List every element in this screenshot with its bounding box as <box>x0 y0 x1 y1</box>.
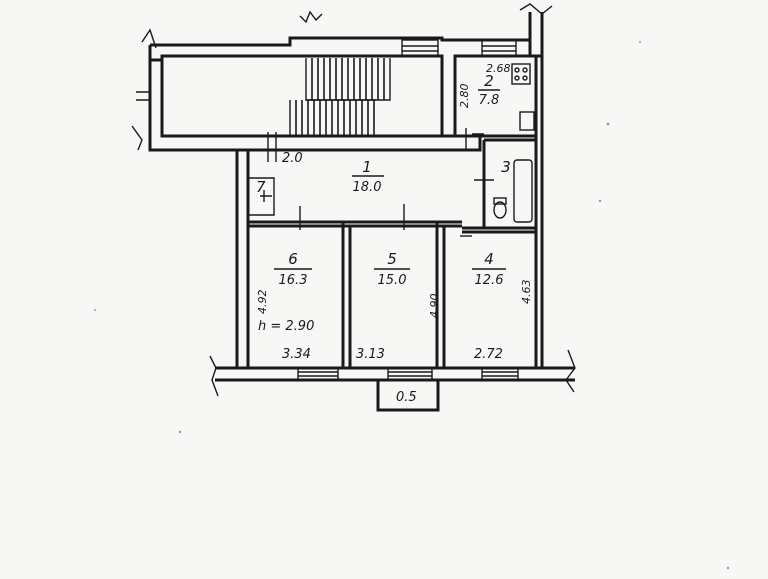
room-5-depth-dim: 4.90 <box>428 294 441 319</box>
room-3-number: 3 <box>501 158 511 176</box>
room-1-number: 1 <box>362 158 372 176</box>
balcony-dim: 0.5 <box>396 390 417 405</box>
sink-icon <box>519 111 535 131</box>
windows <box>297 39 519 381</box>
paper-texture <box>94 41 730 570</box>
balcony <box>376 380 440 412</box>
break-marks <box>131 3 576 397</box>
door-marks <box>260 128 494 237</box>
staircase <box>289 58 391 136</box>
room-6-width-dim: 3.34 <box>282 347 311 362</box>
room-2-area: 7.8 <box>479 93 500 108</box>
room-5-number: 5 <box>387 250 397 268</box>
fixtures <box>493 63 535 223</box>
room-5-area: 15.0 <box>378 273 407 288</box>
corridor-width-dim: 2.0 <box>282 151 303 166</box>
room-5-width-dim: 3.13 <box>356 347 385 362</box>
dimension-labels: 2.0 2.68 2.80 4.92 4.90 4.63 3.34 3.13 2… <box>256 62 533 405</box>
room-4-area: 12.6 <box>475 273 504 288</box>
room-7-number: 7 <box>256 178 266 196</box>
toilet-icon <box>493 201 507 219</box>
walls <box>148 12 575 382</box>
room-6-number: 6 <box>288 250 298 268</box>
room-4-width-dim: 2.72 <box>474 347 503 362</box>
kitchen-width-dim: 2.68 <box>486 62 511 75</box>
room-4-number: 4 <box>484 250 494 268</box>
kitchen-depth-dim: 2.80 <box>458 84 471 109</box>
room-2-number: 2 <box>484 72 494 90</box>
bathtub-icon <box>513 159 533 223</box>
ceiling-height: h = 2.90 <box>258 319 314 334</box>
room-6-depth-dim: 4.92 <box>256 290 269 315</box>
room-6-area: 16.3 <box>279 273 308 288</box>
room-4-depth-dim: 4.63 <box>520 280 533 305</box>
stove-icon <box>511 63 531 85</box>
room-1-area: 18.0 <box>353 180 382 195</box>
room-labels: 1 18.0 2 7.8 3 4 12.6 5 15.0 6 16.3 7 h … <box>256 72 511 334</box>
